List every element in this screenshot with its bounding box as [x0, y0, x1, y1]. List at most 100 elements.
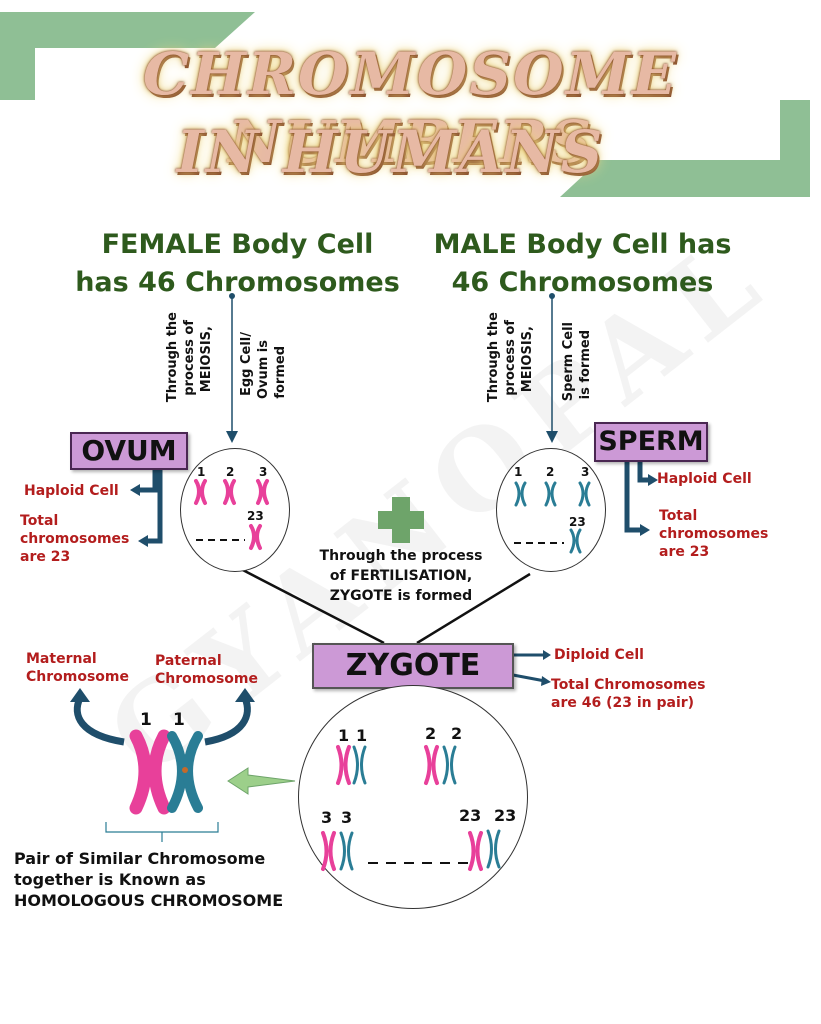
- sperm-circle: [496, 448, 606, 572]
- sperm-haploid-arrow: [637, 458, 648, 483]
- homologous-caption-line2: together is Known as: [14, 870, 206, 889]
- homologous-brace: [105, 822, 219, 842]
- fertilisation-line2: of FERTILISATION,: [329, 568, 473, 584]
- ovum-num-1: 1: [197, 465, 206, 479]
- zygote-num-1b: 1: [356, 726, 368, 745]
- zygote-num-3b: 3: [341, 808, 353, 827]
- ovum-total-line2: chromosomes: [20, 531, 130, 547]
- title-banner-shapes: [0, 12, 810, 197]
- homologous-chromosome-pair: [129, 729, 203, 815]
- zygote-total-arrowhead: [541, 676, 551, 686]
- zygote-pair-2: [424, 745, 457, 785]
- green-left-arrow: [227, 767, 296, 795]
- sperm-chromosome-23: [569, 528, 582, 554]
- ovum-haploid-arrowhead: [130, 484, 140, 496]
- sperm-chromosome-1: [514, 481, 527, 507]
- female-process-col6: formed: [273, 346, 288, 399]
- maternal-line2: Chromosome: [26, 669, 130, 685]
- zygote-pair-23: [468, 829, 501, 871]
- sperm-num-3: 3: [581, 465, 590, 479]
- ovum-chromosome-2: [223, 479, 236, 505]
- title-line-2: IN HUMANS: [176, 118, 605, 186]
- ovum-total-line3: are 23: [20, 549, 71, 565]
- sperm-total-arrow: [624, 458, 640, 533]
- banner-right-green-shape: [560, 100, 810, 197]
- female-heading-line1: FEMALE Body Cell: [101, 229, 374, 260]
- ovum-total-line1: Total: [20, 513, 59, 529]
- zygote-pair-1: [336, 745, 367, 785]
- zygote-pair-3: [321, 831, 354, 871]
- sperm-haploid-arrowhead: [648, 474, 658, 486]
- maternal-curved-arrow: [73, 696, 125, 746]
- sperm-total-text: Total chromosomes are 23: [659, 507, 768, 561]
- ovum-chromosomes: [194, 479, 269, 550]
- homologous-caption-line3: HOMOLOGOUS CHROMOSOME: [14, 891, 284, 910]
- female-heading: FEMALE Body Cell has 46 Chromosomes: [60, 226, 415, 302]
- sperm-chromosome-2: [544, 481, 557, 507]
- female-process-col5: Ovum is: [256, 340, 271, 400]
- female-process-col2: process of: [182, 320, 197, 396]
- sperm-total-line1: Total: [659, 508, 698, 524]
- sperm-total-arrowhead: [640, 524, 650, 536]
- sperm-num-2: 2: [546, 465, 555, 479]
- male-process-col5: is formed: [578, 330, 593, 400]
- zygote-diploid-arrowhead: [543, 650, 551, 660]
- sperm-total-line3: are 23: [659, 544, 710, 560]
- zygote-diploid-text: Diploid Cell: [554, 647, 644, 663]
- female-heading-line2: has 46 Chromosomes: [75, 267, 400, 298]
- paternal-line2: Chromosome: [155, 671, 259, 687]
- male-heading-line1: MALE Body Cell has: [433, 229, 732, 260]
- homologous-caption-line1: Pair of Similar Chromosome: [14, 849, 266, 868]
- paternal-label: Paternal Chromosome: [155, 652, 258, 688]
- sperm-chromosomes: [514, 481, 591, 554]
- ovum-haploid-text: Haploid Cell: [24, 483, 119, 499]
- ovum-num-23: 23: [247, 509, 264, 523]
- ovum-label: OVUM: [70, 432, 188, 470]
- male-heading: MALE Body Cell has 46 Chromosomes: [415, 226, 750, 302]
- zygote-num-2a: 2: [425, 724, 437, 743]
- female-process-col3: MEIOSIS,: [199, 326, 214, 393]
- zygote-total-line1: Total Chromosomes: [551, 677, 706, 693]
- female-process-col1: Through the: [165, 312, 180, 403]
- ovum-circle: [180, 448, 290, 572]
- title-line-1: CHROMOSOME NUMBERS: [142, 40, 679, 176]
- zygote-total-arrow: [512, 673, 546, 683]
- paternal-line1: Paternal: [155, 653, 222, 669]
- sperm-haploid-text: Haploid Cell: [657, 471, 752, 487]
- plus-icon: [378, 497, 424, 543]
- zygote-num-23a: 23: [459, 806, 482, 825]
- ovum-chromosome-23: [249, 524, 262, 550]
- ovum-num-3: 3: [259, 465, 268, 479]
- male-process-col1: Through the: [486, 312, 501, 403]
- paternal-curved-arrowhead: [235, 688, 255, 702]
- fertilisation-line1: Through the process: [319, 548, 483, 564]
- ovum-total-text: Total chromosomes are 23: [20, 512, 129, 566]
- ovum-total-arrow: [148, 470, 163, 544]
- ovum-to-zygote-line: [236, 565, 385, 645]
- zygote-num-2b: 2: [451, 724, 463, 743]
- female-process-col4: Egg Cell/: [239, 332, 254, 397]
- centromere-dot: [182, 767, 188, 773]
- sperm-total-line2: chromosomes: [659, 526, 769, 542]
- male-heading-line2: 46 Chromosomes: [451, 267, 714, 298]
- zygote-total-line2: are 46 (23 in pair): [551, 695, 695, 711]
- paternal-curved-arrow: [204, 696, 251, 746]
- homologous-caption: Pair of Similar Chromosome together is K…: [14, 848, 283, 911]
- zygote-num-3a: 3: [321, 808, 333, 827]
- sperm-num-23: 23: [569, 515, 586, 529]
- banner-left-green-shape: [0, 12, 255, 100]
- fertilisation-line3: ZYGOTE is formed: [329, 588, 473, 604]
- male-process-col3: MEIOSIS,: [520, 326, 535, 393]
- paternal-chromosome: [167, 731, 203, 813]
- zygote-total-text: Total Chromosomes are 46 (23 in pair): [551, 676, 705, 712]
- maternal-chromosome: [129, 729, 171, 815]
- fertilisation-text: Through the process of FERTILISATION, ZY…: [316, 546, 486, 606]
- maternal-line1: Maternal: [26, 651, 97, 667]
- zygote-num-1a: 1: [338, 726, 350, 745]
- male-process-col2: process of: [503, 320, 518, 396]
- sperm-label: SPERM: [594, 422, 708, 462]
- ovum-num-2: 2: [226, 465, 235, 479]
- homologous-num-paternal: 1: [173, 710, 185, 730]
- zygote-chromosomes: [321, 745, 501, 871]
- zygote-num-23b: 23: [494, 806, 517, 825]
